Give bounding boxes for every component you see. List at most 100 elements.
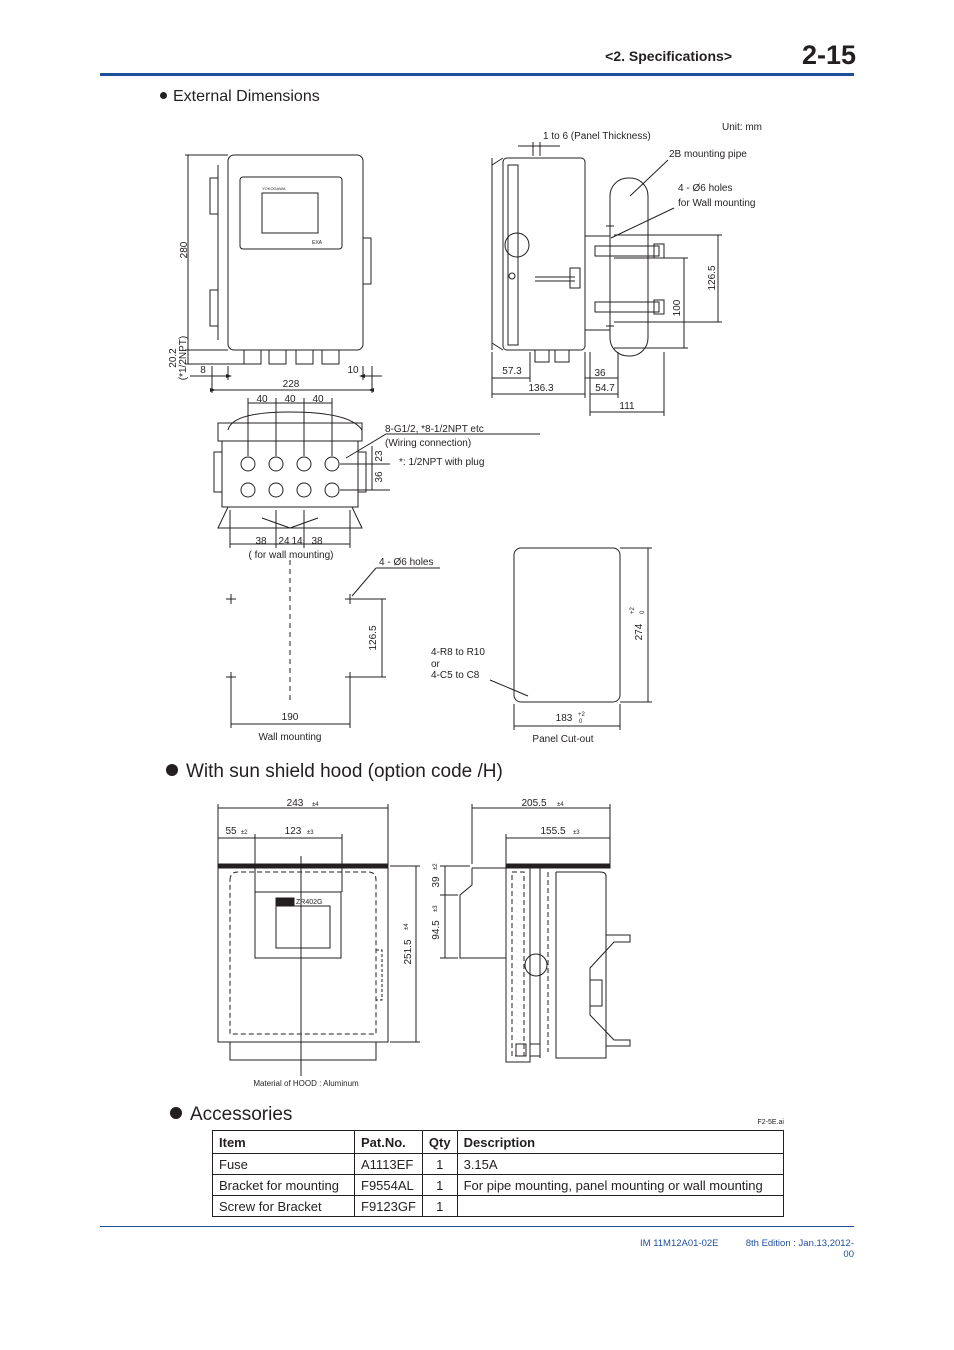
wiring-label-2: (Wiring connection) <box>385 438 471 449</box>
doc-id: IM 11M12A01-02E <box>640 1238 719 1249</box>
dim-38: 38 <box>311 536 323 547</box>
table-header-row: Item Pat.No. Qty Description <box>212 1130 785 1154</box>
column-header: Pat.No. <box>354 1130 423 1154</box>
tol-243: ±4 <box>312 802 319 808</box>
bottom-top-band <box>217 422 363 442</box>
part-number-cell: F9554AL <box>354 1174 423 1196</box>
display-frame <box>254 891 342 959</box>
bullet-icon <box>166 764 178 776</box>
screen-brand: YOKOGAWA <box>262 186 286 191</box>
tol-55: ±2 <box>241 830 248 836</box>
panel-cutout-outline <box>513 547 621 703</box>
dim-205-5: 205.5 <box>521 798 546 809</box>
dim-126-5: 126.5 <box>368 625 379 650</box>
plug-note: *: 1/2NPT with plug <box>399 457 484 468</box>
dim-14: 14 <box>291 536 303 547</box>
column-header: Description <box>456 1130 785 1154</box>
accessories-table: Item Pat.No. Qty Description Fuse A1113E… <box>212 1130 785 1217</box>
dim-npt: (*1/2NPT) <box>178 336 189 380</box>
dim-280: 280 <box>179 241 190 258</box>
front-enclosure <box>227 154 364 351</box>
holes-label: 4 - Ø6 holes <box>678 183 732 194</box>
display-bezel <box>239 176 343 250</box>
qty-cell: 1 <box>421 1153 458 1175</box>
dim-94-5: 94.5 <box>431 920 442 940</box>
column-header: Item <box>212 1130 355 1154</box>
bottom-housing <box>229 1041 377 1061</box>
left-hinge <box>209 289 219 327</box>
right-latch <box>362 237 372 285</box>
wall-holes-label: 4 - Ø6 holes <box>379 557 433 568</box>
item-cell: Screw for Bracket <box>212 1195 355 1217</box>
qty-cell: 1 <box>421 1174 458 1196</box>
model-badge: EXA <box>312 240 323 246</box>
dim-155-5: 155.5 <box>540 826 565 837</box>
dim-10: 10 <box>347 365 359 376</box>
dim-36: 36 <box>594 368 606 379</box>
dim-183: 183 <box>556 713 573 724</box>
table-row: Fuse A1113EF 1 3.15A <box>212 1153 785 1175</box>
section-title: <2. Specifications> <box>605 48 732 64</box>
unit-label: Unit: mm <box>722 122 762 133</box>
external-dimensions-drawing: 280 20.2 (*1/2NPT) 8 10 228 YOKOGAWA EXA… <box>168 122 762 745</box>
dim-20-2: 20.2 <box>168 348 179 368</box>
dim-38: 38 <box>255 536 267 547</box>
dim-39: 39 <box>431 876 442 888</box>
accessories-heading: Accessories <box>170 1104 292 1126</box>
item-cell: Fuse <box>212 1153 355 1175</box>
dim-23: 23 <box>374 450 385 462</box>
tol-205-5: ±4 <box>557 802 564 808</box>
dim-228: 228 <box>283 379 300 390</box>
panel-thickness-label: 1 to 6 (Panel Thickness) <box>543 131 651 142</box>
dim-123: 123 <box>285 826 302 837</box>
display-window <box>261 192 319 234</box>
description-cell: For pipe mounting, panel mounting or wal… <box>456 1174 785 1196</box>
item-cell: Bracket for mounting <box>212 1174 355 1196</box>
model-label: ZR402G <box>296 899 322 906</box>
tol-94-5: ±3 <box>433 905 439 912</box>
bullet-icon <box>170 1107 182 1119</box>
dim-136-3: 136.3 <box>528 383 553 394</box>
dim-190: 190 <box>282 712 299 723</box>
part-number-cell: A1113EF <box>354 1153 423 1175</box>
left-hinge <box>209 177 219 215</box>
table-row: Screw for Bracket F9123GF 1 <box>212 1195 785 1217</box>
dim-24: 24 <box>278 536 290 547</box>
part-number-cell: F9123GF <box>354 1195 423 1217</box>
dim-36: 36 <box>374 471 385 483</box>
dim-40: 40 <box>284 394 296 405</box>
conduit-port <box>243 349 262 365</box>
sun-shield-heading: With sun shield hood (option code /H) <box>166 761 503 783</box>
tol-155-5: ±3 <box>573 830 580 836</box>
panel-cutout-caption: Panel Cut-out <box>532 734 593 745</box>
tol-183-lower: 0 <box>579 719 583 725</box>
dim-55: 55 <box>225 826 237 837</box>
dim-126-5: 126.5 <box>707 265 718 290</box>
tol-39: ±2 <box>433 863 439 870</box>
dim-8: 8 <box>200 365 206 376</box>
dim-251-5: 251.5 <box>403 939 414 964</box>
dim-40: 40 <box>312 394 324 405</box>
wall-mount-note: ( for wall mounting) <box>248 550 333 561</box>
conduit-port <box>268 349 287 365</box>
tol-251-5: ±4 <box>404 923 410 930</box>
tol-183-upper: +2 <box>578 712 586 718</box>
conduit-port <box>295 349 314 365</box>
display-window <box>275 905 331 949</box>
wiring-label: 8-G1/2, *8-1/2NPT etc <box>385 424 484 435</box>
sun-shield-drawing: 243 ±4 55 ±2 123 ±3 251.5 ±4 ZR402G Mate… <box>217 798 631 1088</box>
figure-id: F2-5E.ai <box>757 1119 784 1126</box>
corner-label-3: 4-C5 to C8 <box>431 670 480 681</box>
conduit-port <box>321 349 340 365</box>
mounting-pipe <box>609 177 649 357</box>
tol-123: ±3 <box>307 830 314 836</box>
external-dimensions-heading: External Dimensions <box>160 88 320 106</box>
dim-243: 243 <box>287 798 304 809</box>
header-rule <box>100 73 854 76</box>
bullet-icon <box>160 92 167 99</box>
dim-274: 274 <box>634 623 645 640</box>
dim-40: 40 <box>256 394 268 405</box>
description-cell: 3.15A <box>456 1153 785 1175</box>
dim-57-3: 57.3 <box>502 366 522 377</box>
bottom-top-edge <box>227 411 363 431</box>
